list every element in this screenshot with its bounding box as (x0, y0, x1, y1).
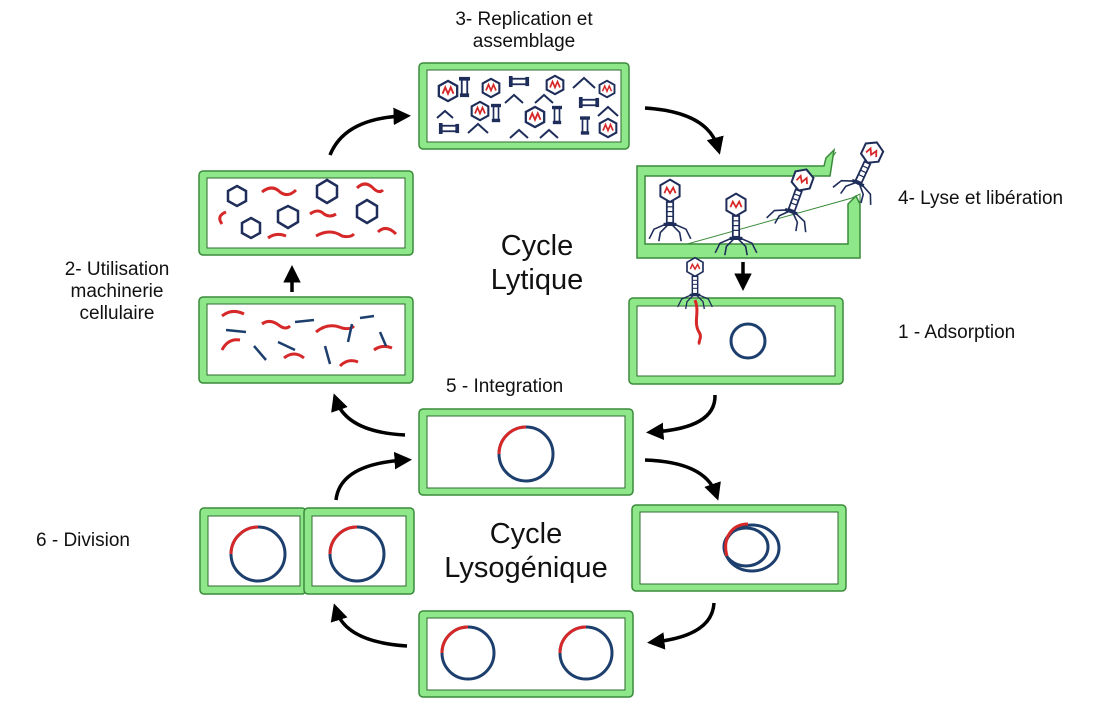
cell-integration (418, 408, 634, 496)
label-step5: 5 - Integration (446, 376, 564, 397)
cell-division-pair (199, 507, 415, 595)
label-step6: 6 - Division (36, 530, 130, 551)
arrow-dividing-to-division (330, 603, 408, 648)
label-step3-line1: 3- Replication et (455, 9, 593, 30)
label-step3: 3- Replication et assemblage (424, 9, 624, 53)
label-step2: 2- Utilisation machinerie cellulaire (42, 259, 192, 325)
arrow-division-to-integration (334, 451, 412, 501)
label-step2-line3: cellulaire (79, 303, 155, 324)
arrow-integration-to-recombination (644, 458, 721, 501)
arrow-integration-to-machinery (331, 393, 406, 437)
arrow-replication-to-lysis (644, 106, 724, 155)
label-lytic-cycle: Cycle Lytique (462, 229, 612, 297)
label-lysogenic-line1: Cycle (489, 518, 563, 550)
label-step2-line1: 2- Utilisation (64, 259, 170, 280)
label-step2-line2: machinerie (70, 281, 164, 302)
cycle-arrows (283, 106, 752, 650)
arrow-adsorption-to-integration (646, 394, 717, 441)
label-step1: 1 - Adsorption (898, 322, 1016, 343)
cell-dividing (418, 610, 634, 698)
label-lytic-line2: Lytique (490, 264, 584, 296)
label-lysogenic-line2: Lysogénique (444, 552, 608, 584)
cell-machinery (198, 296, 414, 384)
label-lytic-line1: Cycle (500, 230, 574, 262)
label-step3-line2: assemblage (472, 31, 576, 52)
label-step4: 4- Lyse et libération (898, 188, 1064, 209)
label-lysogenic-cycle: Cycle Lysogénique (426, 517, 626, 585)
arrow-synthesis-to-replication (328, 107, 411, 156)
cell-synthesis-fragments (198, 170, 414, 256)
cell-adsorption (628, 256, 844, 385)
cell-replication-assembly (418, 62, 630, 150)
cell-lysis (636, 132, 897, 259)
arrow-recombination-to-dividing (647, 602, 716, 650)
cell-recombination (631, 504, 847, 592)
